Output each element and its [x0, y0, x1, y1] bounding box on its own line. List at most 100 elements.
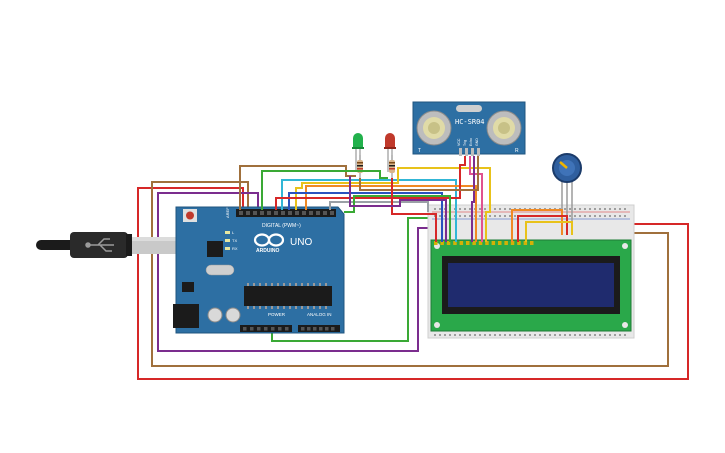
breadboard-hole [594, 334, 596, 336]
breadboard-hole [579, 215, 581, 217]
power-label: POWER [268, 312, 286, 317]
sensor-pin-gnd: GND [475, 138, 479, 146]
wire-red-pin[interactable] [275, 156, 466, 210]
breadboard-hole [494, 334, 496, 336]
breadboard-hole [584, 208, 586, 210]
tx-label: TX [232, 238, 237, 243]
wire-green-gnd[interactable] [344, 195, 451, 242]
sensor-crystal [456, 105, 482, 112]
breadboard-hole [589, 215, 591, 217]
breadboard-hole [624, 334, 626, 336]
l-label: L [232, 230, 235, 235]
crystal [205, 264, 235, 276]
arduino-brand: ARDUINO [256, 248, 279, 254]
green-led[interactable] [352, 133, 364, 172]
green-led-resistor[interactable] [357, 155, 363, 178]
digital-header[interactable] [236, 209, 336, 217]
breadboard-hole [594, 215, 596, 217]
wire-gray-gnd[interactable] [329, 201, 429, 212]
breadboard-hole [599, 334, 601, 336]
wire-green-top[interactable] [261, 170, 388, 210]
capacitor-2 [225, 307, 241, 323]
lcd-pin [517, 241, 521, 245]
usb-chip [207, 241, 223, 257]
breadboard-hole [484, 334, 486, 336]
breadboard-hole [439, 334, 441, 336]
potentiometer-knob-indicator[interactable] [559, 161, 568, 169]
red-led-resistor[interactable] [389, 155, 395, 178]
breadboard-hole [469, 334, 471, 336]
power-jack[interactable] [173, 304, 199, 328]
capacitor-1 [207, 307, 223, 323]
sensor-pin-trig: Trig [463, 140, 467, 146]
sensor-pin-vcc: VCC [457, 138, 461, 146]
breadboard-hole [579, 208, 581, 210]
breadboard-hole [614, 215, 616, 217]
breadboard-hole [464, 215, 466, 217]
breadboard-hole [604, 208, 606, 210]
wire-pot-yellow[interactable] [525, 221, 573, 242]
lcd-pin [498, 241, 502, 245]
breadboard-hole [449, 334, 451, 336]
breadboard-hole [479, 208, 481, 210]
breadboard-hole [604, 215, 606, 217]
breadboard-hole [504, 208, 506, 210]
breadboard-hole [484, 208, 486, 210]
analog-label: ANALOG IN [307, 312, 332, 317]
wire-purple-sensor[interactable] [471, 156, 475, 242]
breadboard-hole [454, 334, 456, 336]
breadboard-hole [459, 215, 461, 217]
wire-red-led-return[interactable] [391, 178, 437, 242]
usb-icon [85, 238, 114, 252]
lcd-16x2-display[interactable] [430, 239, 632, 332]
breadboard-hole [464, 334, 466, 336]
breadboard-hole [619, 334, 621, 336]
lcd-pin [510, 241, 515, 245]
status-leds: L TX RX [225, 230, 238, 251]
breadboard-hole [544, 334, 546, 336]
breadboard-hole [439, 208, 441, 210]
usb-cable[interactable] [36, 232, 176, 258]
wire-pot-red[interactable] [517, 215, 568, 242]
breadboard-hole [554, 334, 556, 336]
arduino-uno-board[interactable]: DIGITAL (PWM~) AREF L TX RX ARDUINO UNO [173, 206, 345, 334]
wire-brown-sensor[interactable] [359, 156, 479, 191]
breadboard-hole [439, 215, 441, 217]
wire-cyan[interactable] [281, 179, 457, 242]
hc-sr04-sensor[interactable]: HC-SR04 T R VCC Trig Echo GND [412, 101, 526, 156]
breadboard-hole [539, 334, 541, 336]
lcd-pin [472, 241, 476, 245]
breadboard-hole [599, 208, 601, 210]
potentiometer[interactable] [552, 153, 582, 235]
breadboard-hole [514, 215, 516, 217]
lcd-pin [530, 241, 534, 245]
wire-pink-sensor[interactable] [469, 156, 483, 242]
reset-button-cap[interactable] [186, 211, 194, 220]
breadboard-hole [444, 334, 446, 336]
breadboard-hole [489, 334, 491, 336]
breadboard-hole [564, 208, 566, 210]
voltage-regulator [182, 282, 194, 292]
breadboard-hole [514, 334, 516, 336]
lcd-pin [446, 241, 451, 245]
breadboard-hole [584, 334, 586, 336]
breadboard-hole [494, 215, 496, 217]
breadboard-hole [619, 215, 621, 217]
lcd-pin [485, 241, 489, 245]
breadboard-hole [499, 215, 501, 217]
breadboard-hole [469, 215, 471, 217]
breadboard-hole [609, 208, 611, 210]
wire-purple-led-return[interactable] [349, 176, 447, 242]
breadboard-hole [619, 208, 621, 210]
breadboard-hole [594, 208, 596, 210]
breadboard-hole [569, 215, 571, 217]
breadboard-hole [434, 334, 436, 336]
breadboard-hole [614, 208, 616, 210]
breadboard-hole [584, 215, 586, 217]
breadboard-hole [569, 334, 571, 336]
wire-blue[interactable] [288, 192, 443, 242]
sensor-r-label: R [515, 148, 519, 154]
breadboard-hole [509, 334, 511, 336]
wire-yellow-sensor[interactable] [295, 167, 491, 242]
aref-label: AREF [225, 207, 230, 218]
